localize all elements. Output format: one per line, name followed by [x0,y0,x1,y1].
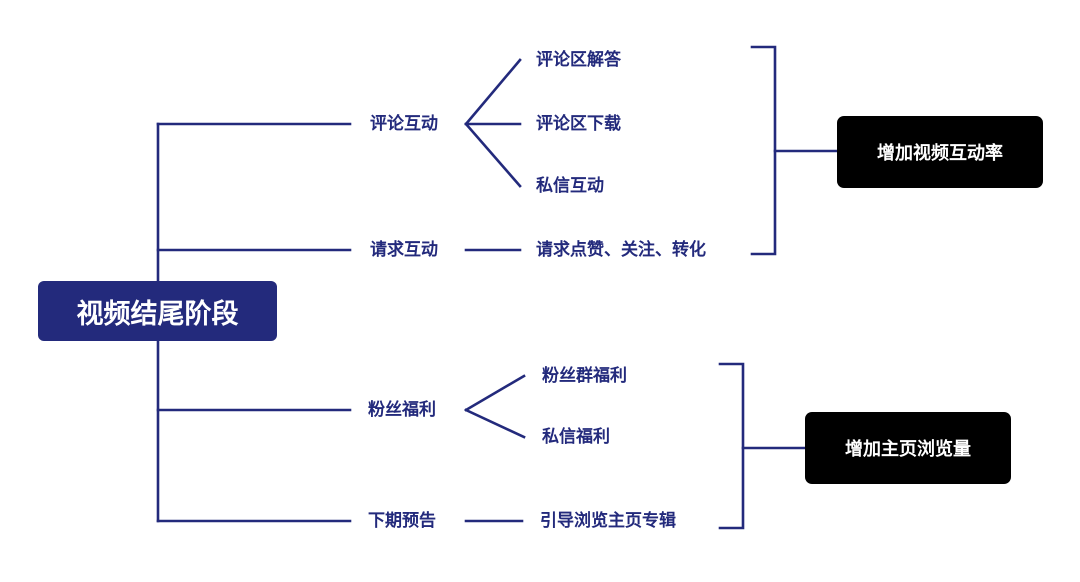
bracket-top [750,45,777,256]
fan-line-1-1 [464,58,522,126]
bracket-bottom [718,362,745,530]
leaf-request-like-follow: 请求点赞、关注、转化 [536,240,706,260]
leaf-fan-group-benefit: 粉丝群福利 [542,366,627,386]
outcome-box-interaction-rate: 增加视频互动率 [837,116,1043,188]
root-node: 视频结尾阶段 [38,281,277,341]
root-label: 视频结尾阶段 [76,298,239,330]
outcome-box-homepage-views: 增加主页浏览量 [805,412,1011,484]
leaf-comment-download: 评论区下载 [536,114,621,134]
fan-line-3-1 [464,374,526,412]
outcome-label-interaction-rate: 增加视频互动率 [877,143,1003,164]
fan-line-3-2 [464,408,526,439]
leaf-guide-homepage-album: 引导浏览主页专辑 [540,511,676,531]
branch-label-preview: 下期预告 [368,511,436,531]
leaf-comment-answer: 评论区解答 [536,50,621,70]
branch-label-comment: 评论互动 [370,114,438,134]
fan-line-1-3 [464,122,522,188]
branch-label-fans: 粉丝福利 [368,400,436,420]
outcome-label-homepage-views: 增加主页浏览量 [845,439,971,460]
leaf-private-interaction: 私信互动 [536,176,604,196]
leaf-private-benefit: 私信福利 [542,427,610,447]
branch-label-request: 请求互动 [370,240,438,260]
